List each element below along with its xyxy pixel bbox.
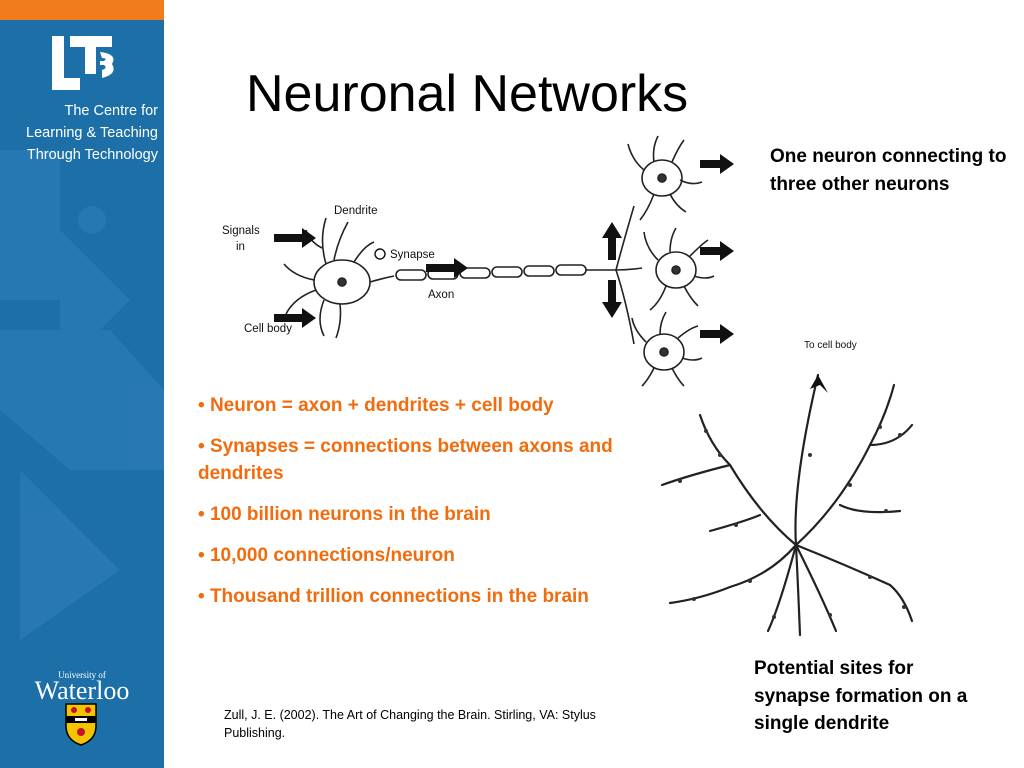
centre-line-3: Through Technology xyxy=(26,147,158,163)
university-of-label: University of xyxy=(58,670,106,680)
citation: Zull, J. E. (2002). The Art of Changing … xyxy=(224,708,596,740)
caption-one-neuron: One neuron connecting to three other neu… xyxy=(770,146,1007,195)
centre-line-2: Learning & Teaching xyxy=(26,125,158,141)
label-dendrite: Dendrite xyxy=(334,205,377,217)
centre-line-1: The Centre for xyxy=(64,103,159,119)
caption-synapse-sites: Potential sites for synapse formation on… xyxy=(754,658,968,734)
label-to-cell-body: To cell body xyxy=(804,340,857,351)
bullet-item: • Thousand trillion connections in the b… xyxy=(198,586,589,607)
label-axon: Axon xyxy=(428,289,454,301)
label-signals-line1: Signals xyxy=(222,225,260,237)
bullet-item: • Synapses = connections between axons a… xyxy=(198,436,613,484)
sidebar-orange-strip xyxy=(0,0,164,20)
bullet-item: • 100 billion neurons in the brain xyxy=(198,504,491,525)
slide-title: Neuronal Networks xyxy=(246,65,689,123)
dendrite-diagram: To cell body xyxy=(660,340,914,637)
waterloo-crest-icon xyxy=(65,703,97,746)
university-name: Waterloo xyxy=(34,676,130,705)
lt3-logo xyxy=(52,36,114,90)
bullet-list: • Neuron = axon + dendrites + cell body … xyxy=(198,392,668,624)
bullet-item: • 10,000 connections/neuron xyxy=(198,545,455,566)
watermark-graphic xyxy=(0,150,164,640)
label-cell-body: Cell body xyxy=(244,323,292,335)
bullet-item: • Neuron = axon + dendrites + cell body xyxy=(198,395,554,416)
label-signals-line2: in xyxy=(236,241,245,253)
sidebar: The Centre for Learning & Teaching Throu… xyxy=(0,0,164,768)
centre-name: The Centre for Learning & Teaching Throu… xyxy=(0,100,164,166)
label-synapse: Synapse xyxy=(390,249,435,261)
neuron-network-diagram: Dendrite Signals in Synapse Axon Cell bo… xyxy=(222,135,734,387)
